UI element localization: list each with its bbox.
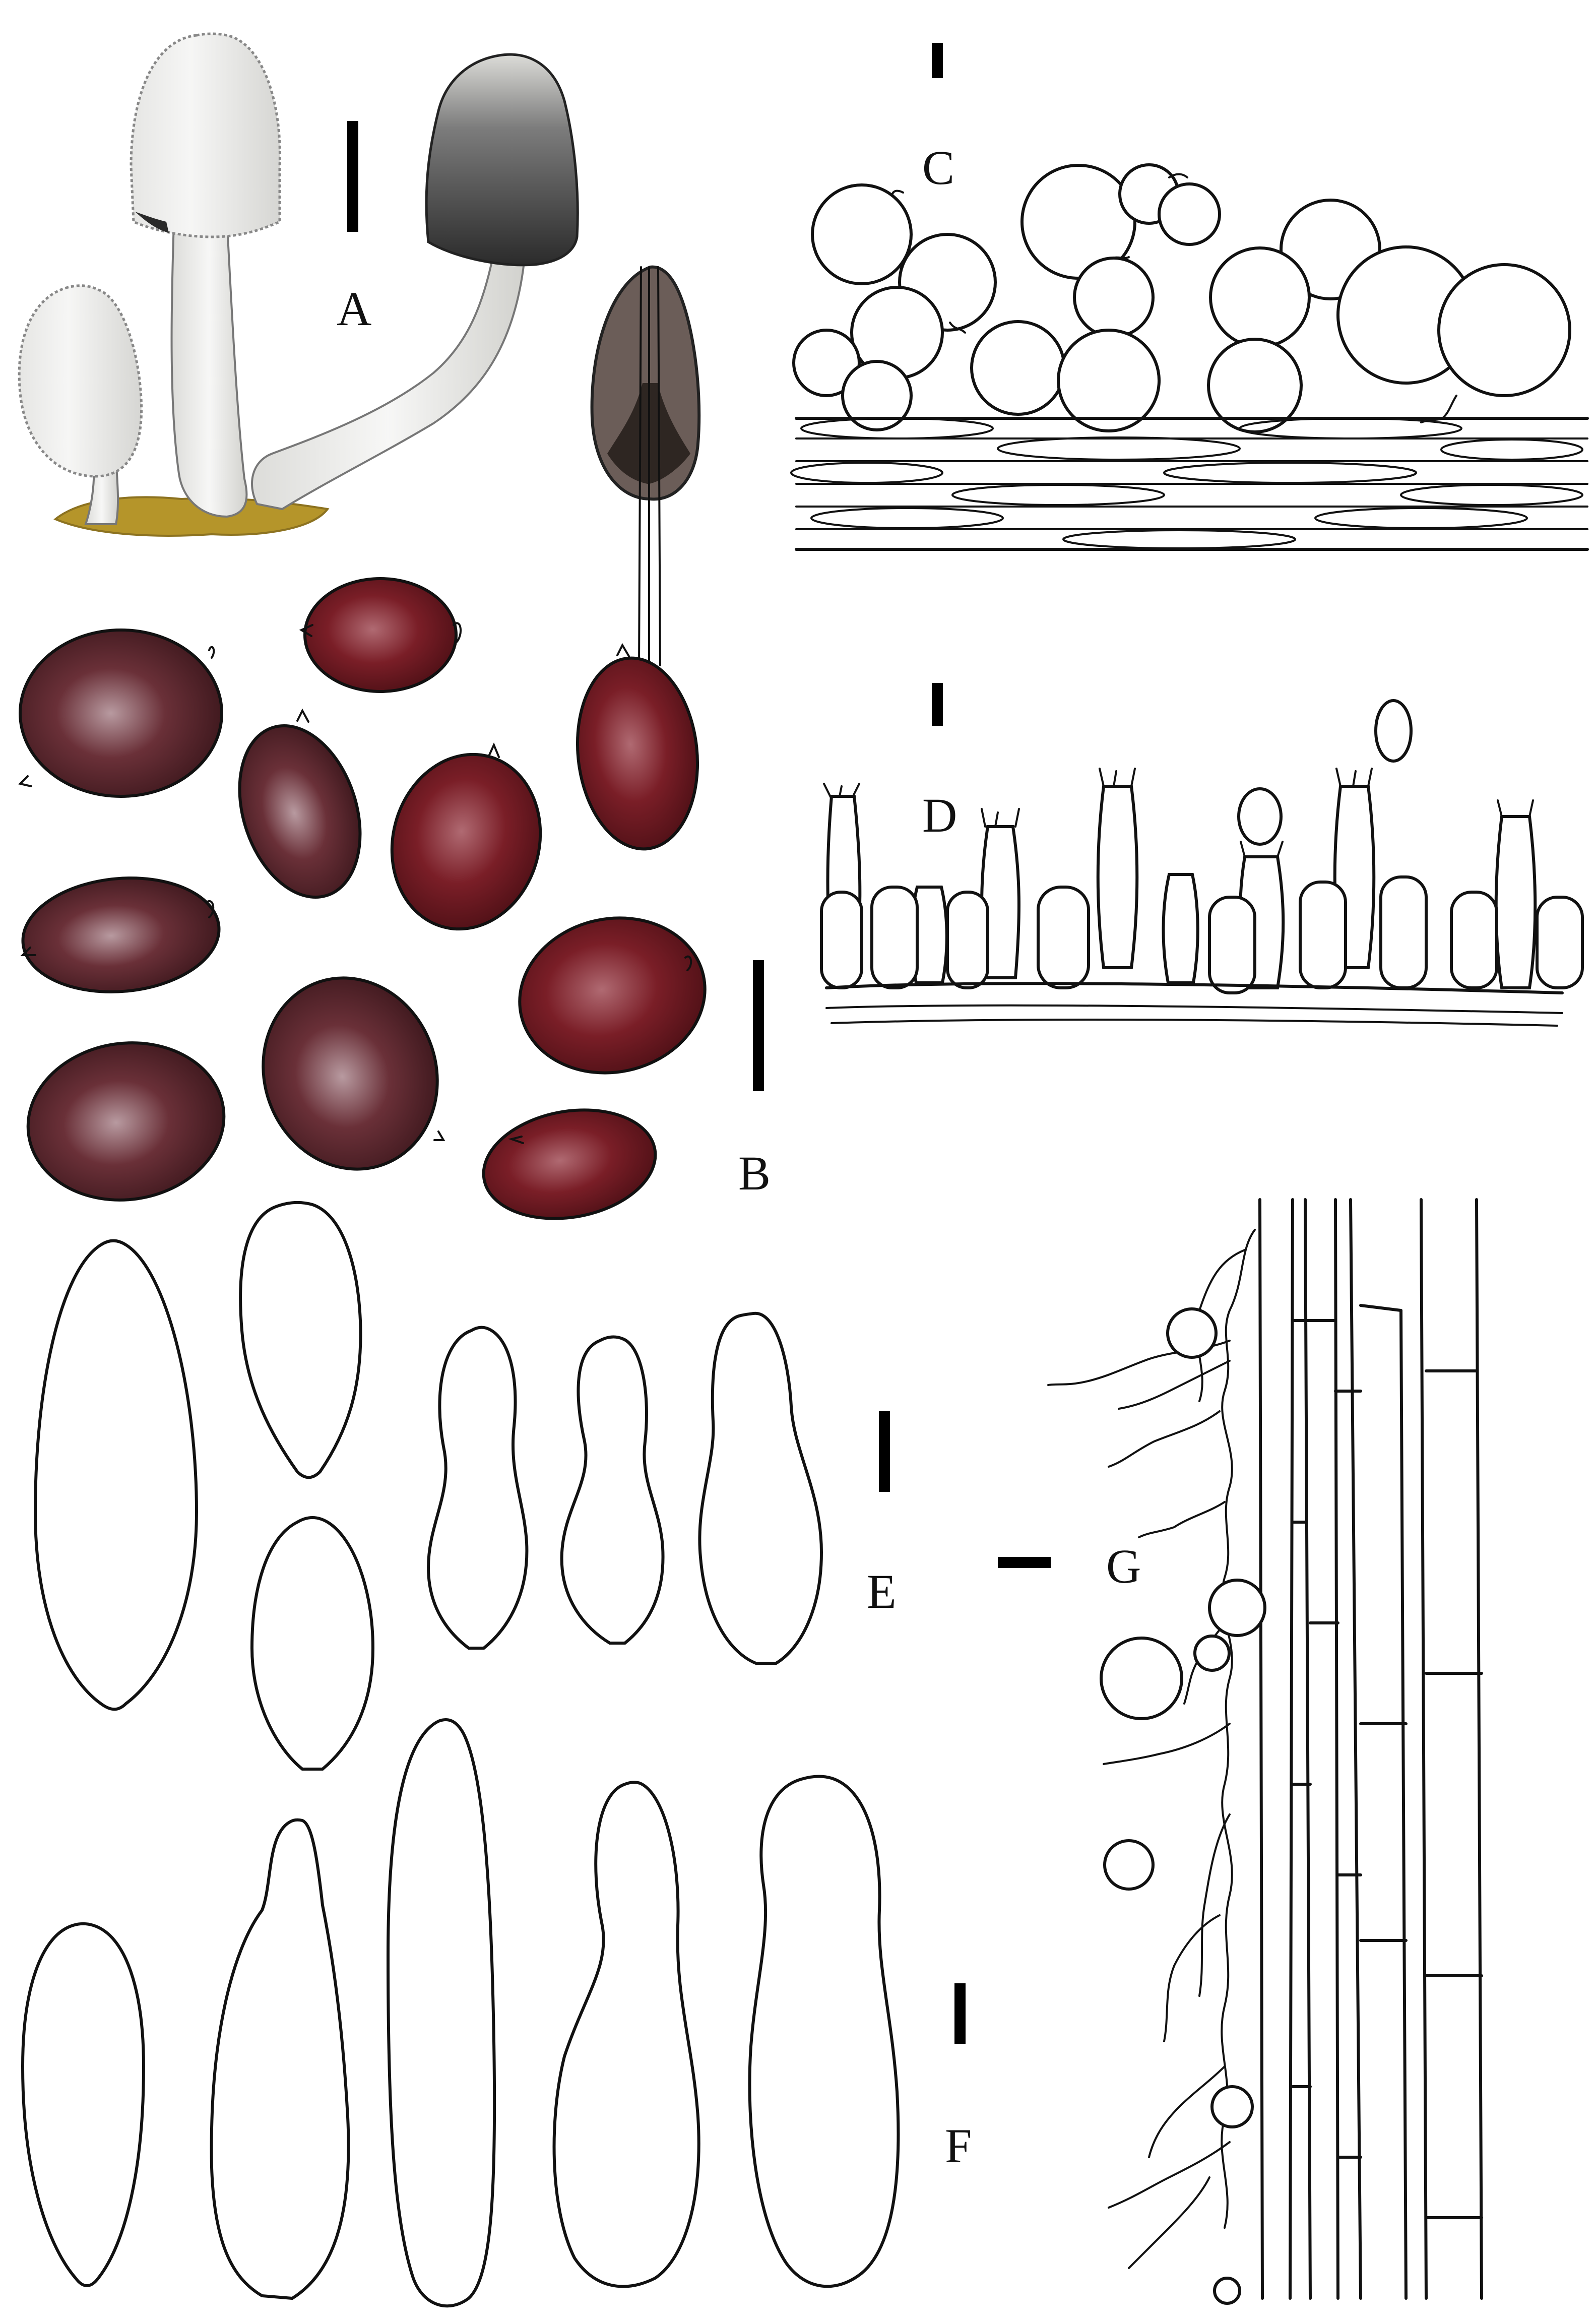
panel-d-hymenium: D [820,683,1584,1027]
sphaerocyst [1209,246,1311,348]
sphaerocyst [1073,257,1155,338]
panel-label-a: A [337,282,371,336]
sphaerocyst [970,320,1066,416]
sphaerocyst [1213,2277,1241,2305]
basidium-sterigmata [1240,841,1284,858]
basidium [1494,815,1537,989]
panel-label-f: F [945,2119,972,2173]
right-cap [425,53,579,267]
spore [21,876,221,993]
spore [303,577,458,693]
sphaerocyst [1158,182,1221,246]
basidium [980,825,1020,979]
panel-a-habit: A [18,32,701,666]
stipe-hyphae [1258,1198,1483,2300]
spore-apiculi [18,622,692,1144]
basidium [1096,785,1139,969]
right-stipe [251,250,526,511]
sphaerocyst [1057,329,1161,432]
cystidium [552,1781,700,2288]
spore [262,976,439,1171]
cystidium [698,1311,823,1665]
spore [26,1041,226,1202]
surface-sphaerocysts [1100,1307,1266,2305]
panel-b-spores: B [18,577,771,1220]
sphaerocyst [1166,1307,1218,1359]
cystidium [386,1718,496,2308]
spore [518,916,707,1075]
sphaerocyst [1193,1635,1231,1672]
cystidium [33,1239,199,1711]
substrate-moss [53,496,330,537]
spore [576,656,699,851]
section-stipe-left [638,266,642,666]
basidium [1162,873,1199,984]
sphaerocyst [1208,1579,1266,1637]
sphaerocyst [841,360,913,431]
sphaerocyst [1103,1839,1155,1891]
spore [482,1108,657,1220]
attached-spore [1374,699,1413,763]
basidium-sterigmata [1099,768,1136,787]
subhymenium-top [825,982,1564,994]
panel-f-pleurocystidia: F [21,1718,972,2308]
hyphal-layer [790,417,1589,551]
cystidium [239,1201,362,1479]
panel-c-pileipellis: C [790,43,1589,551]
cystidium [748,1775,900,2288]
sphaerocyst [1207,338,1303,433]
panel-label-d: D [922,788,957,842]
panel-label-g: G [1106,1539,1141,1593]
sphaerocyst [811,183,913,285]
panel-label-e: E [867,1564,897,1618]
cystidium [250,1516,375,1771]
cystidium [21,1922,146,2287]
middle-cap-gill-shadow [135,212,169,233]
small-cap [18,284,143,478]
sphaerocyst [1210,2085,1254,2128]
middle-cap [130,32,281,238]
middle-stipe [170,215,248,518]
panel-label-c: C [922,141,954,195]
sphaerocysts [792,163,1571,433]
sphaerocyst [1100,1637,1183,1720]
basidium-sterigmata [1335,768,1373,787]
basidia [823,699,1537,989]
surface-hyphae [1047,1229,1256,2269]
spore [238,724,362,899]
cystidium [560,1335,665,1645]
subhymenium-mid [825,1004,1563,1014]
sphaerocyst [1437,263,1571,397]
sphaerocyst [792,329,861,397]
panel-g-stipitipellis: G [998,1198,1483,2305]
section-stipe-right [657,266,661,666]
spore [390,752,542,931]
cystidium [210,1818,350,2300]
spore [19,629,223,798]
subhymenium-bottom [831,1019,1558,1027]
panel-e-cheilocystidia: E [33,1201,897,1771]
panel-label-b: B [738,1146,771,1200]
pseudoparaphyses [820,875,1584,994]
cystidium [426,1326,529,1650]
basidium-sterigmata [981,808,1020,828]
basidium-sterigmata [1497,799,1534,818]
attached-spore [1237,787,1283,846]
